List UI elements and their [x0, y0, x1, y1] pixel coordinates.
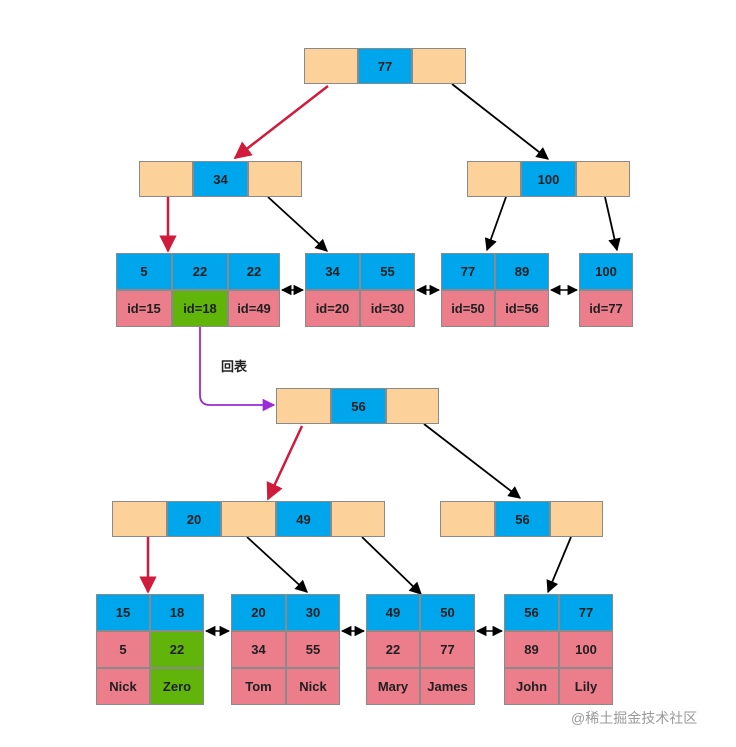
p-l2a-ptr-left [139, 161, 193, 197]
p-l2b-key: 100 [521, 161, 576, 197]
edge-p-l2a-right [267, 196, 328, 252]
p-l2a-key: 34 [193, 161, 248, 197]
lookup-arrow [199, 327, 276, 412]
c-leaf4-key-1: 56 [504, 594, 559, 631]
c-leaf1-name-1: Nick [96, 668, 150, 705]
p-l2b-ptr-right [576, 161, 630, 197]
edge-p-l2b-left [484, 196, 507, 252]
edge-c-l2a-3 [361, 536, 422, 595]
p-leaf1-key-2: 22 [172, 253, 228, 290]
c-leaf3-key-2: 50 [420, 594, 475, 631]
p-leaf3-key-2: 89 [495, 253, 549, 290]
p-leaf4-key-1: 100 [579, 253, 633, 290]
p-l2a-ptr-right [248, 161, 302, 197]
p-leaf1-val-1: id=15 [116, 290, 172, 327]
edge-p-root-left [233, 85, 329, 160]
p-l2b-ptr-left [467, 161, 521, 197]
p-leaf1-key-3: 22 [228, 253, 280, 290]
c-l2a-key-1: 20 [167, 501, 221, 537]
c-leaf1-key-1: 15 [96, 594, 150, 631]
p-leaf1-key-1: 5 [116, 253, 172, 290]
edge-p-root-right [451, 83, 549, 160]
c-l2a-ptr-2 [221, 501, 276, 537]
edge-p-l2b-right [604, 196, 621, 252]
c-leaf1-age-1: 5 [96, 631, 150, 668]
edge-c-l2a-2 [246, 536, 308, 593]
c-leaf2-age-1: 34 [231, 631, 286, 668]
p-leaf3-key-1: 77 [441, 253, 495, 290]
p-leaf3-val-1: id=50 [441, 290, 495, 327]
c-l2b-ptr-right [550, 501, 603, 537]
c-leaf3-name-1: Mary [366, 668, 420, 705]
p-leaf2-val-2: id=30 [360, 290, 415, 327]
p-root-key: 77 [358, 48, 412, 84]
c-l2b-ptr-left [440, 501, 495, 537]
c-leaf4-key-2: 77 [559, 594, 613, 631]
c-leaf3-key-1: 49 [366, 594, 420, 631]
c-leaf1-key-2: 18 [150, 594, 204, 631]
c-l2a-key-2: 49 [276, 501, 331, 537]
c-leaf4-name-2: Lily [559, 668, 613, 705]
edge-c-root-left [266, 425, 304, 501]
p-root-ptr-left [304, 48, 358, 84]
c-leaf2-age-2: 55 [286, 631, 340, 668]
c-leaf2-name-1: Tom [231, 668, 286, 705]
c-leaf4-age-1: 89 [504, 631, 559, 668]
watermark: @稀土掘金技术社区 [571, 710, 698, 726]
c-leaf3-age-1: 22 [366, 631, 420, 668]
c-l2b-key: 56 [495, 501, 550, 537]
edge-c-root-right [423, 423, 521, 499]
edge-c-l2b-1 [546, 536, 572, 594]
c-leaf2-key-1: 20 [231, 594, 286, 631]
p-leaf1-val-2: id=18 [172, 290, 228, 327]
p-leaf1-val-3: id=49 [228, 290, 280, 327]
p-leaf3-val-2: id=56 [495, 290, 549, 327]
c-leaf1-age-2: 22 [150, 631, 204, 668]
p-leaf2-key-2: 55 [360, 253, 415, 290]
p-leaf2-key-1: 34 [305, 253, 360, 290]
c-leaf3-age-2: 77 [420, 631, 475, 668]
c-leaf1-name-2: Zero [150, 668, 204, 705]
c-leaf4-name-1: John [504, 668, 559, 705]
c-root-ptr-right [386, 388, 439, 424]
lookup-label: 回表 [221, 359, 248, 374]
p-leaf2-val-1: id=20 [305, 290, 360, 327]
c-leaf4-age-2: 100 [559, 631, 613, 668]
c-leaf3-name-2: James [420, 668, 475, 705]
p-root-ptr-right [412, 48, 466, 84]
c-l2a-ptr-3 [331, 501, 385, 537]
c-leaf2-key-2: 30 [286, 594, 340, 631]
c-root-ptr-left [276, 388, 331, 424]
c-l2a-ptr-1 [112, 501, 167, 537]
c-leaf2-name-2: Nick [286, 668, 340, 705]
c-root-key: 56 [331, 388, 386, 424]
p-leaf4-val-1: id=77 [579, 290, 633, 327]
